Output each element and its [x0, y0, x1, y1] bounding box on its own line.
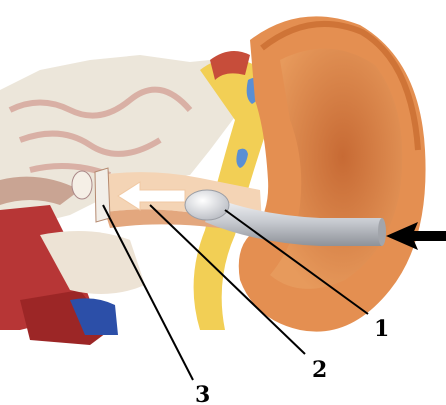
probe-tip	[185, 190, 229, 220]
label-1: 1	[374, 316, 389, 342]
label-2: 2	[312, 357, 327, 383]
label-3: 3	[195, 382, 210, 405]
ossicle	[72, 171, 92, 199]
probe-end	[378, 218, 386, 246]
insertion-arrow-shaft	[410, 231, 446, 241]
